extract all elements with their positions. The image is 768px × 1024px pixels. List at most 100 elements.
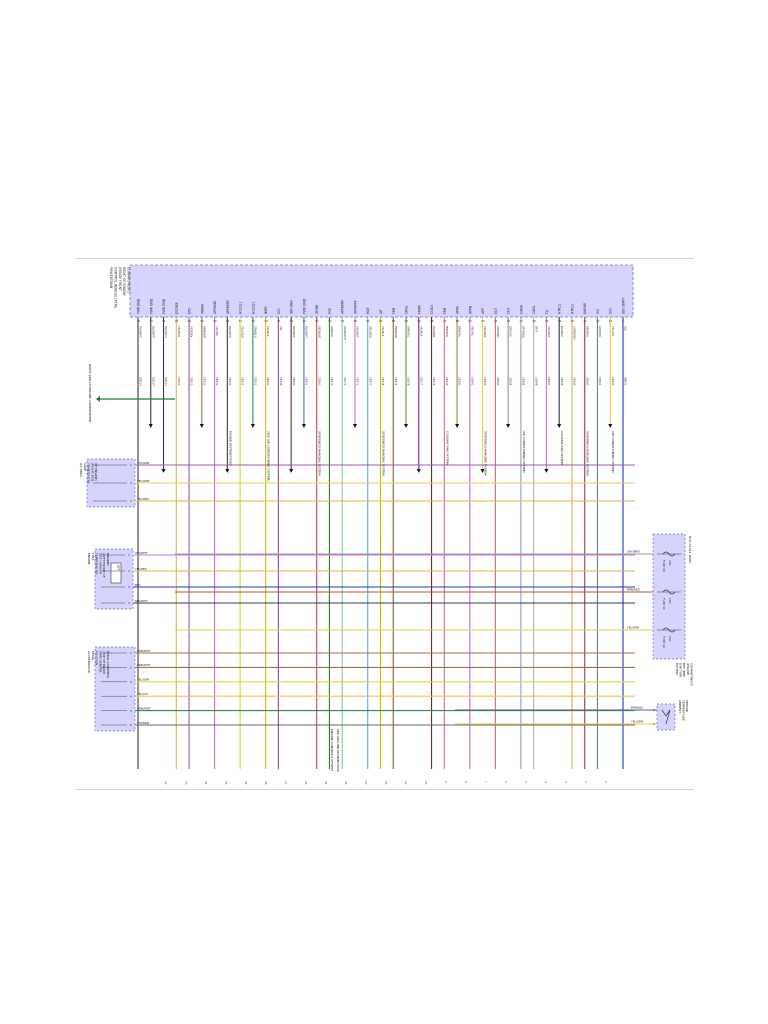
fuse-wire-color: GRY/BRN bbox=[627, 550, 640, 554]
wire-color-label: VIO/WHT bbox=[356, 326, 360, 338]
fuse-box-header: HOT AT ALL TIMES bbox=[688, 536, 692, 564]
pcm-pin-number: 81 bbox=[468, 319, 472, 323]
component-3[interactable] bbox=[94, 646, 136, 732]
pcm-pin-number: 79 bbox=[443, 319, 447, 323]
bottom-pin-number: 6 bbox=[504, 781, 508, 783]
wire-circuit-label: CE990 bbox=[585, 377, 589, 386]
fuse-name: FUSE 10 bbox=[662, 598, 666, 610]
destination-arrow-icon bbox=[352, 424, 357, 428]
pcm-pin-number: 58 bbox=[213, 319, 217, 323]
thermistor-icon bbox=[661, 709, 671, 725]
pcm-pin-label: KS1 bbox=[277, 308, 281, 314]
component-2[interactable] bbox=[94, 548, 134, 610]
pcm-pin-label: APPA bbox=[456, 305, 460, 314]
wire-circuit-label: CE984 bbox=[509, 377, 513, 386]
component-pin-number: 3 bbox=[130, 680, 132, 684]
pcm-pin-number: 42 bbox=[596, 319, 600, 323]
bottom-pin-number: 18 bbox=[264, 781, 268, 785]
pcm-pin-label: APPGND bbox=[213, 300, 217, 314]
component-title-text: (EFT) SENSOR bbox=[98, 553, 102, 574]
fuse-rating: 20A bbox=[668, 560, 672, 566]
wire-color-label: BLK/WHT bbox=[164, 326, 168, 338]
pcm-pin-label: FPM bbox=[443, 307, 447, 314]
pcm-pin-number: 1 bbox=[622, 319, 624, 323]
wire-circuit-label: CE973 bbox=[368, 377, 372, 386]
component-wire-color: YEL/GRN bbox=[137, 479, 149, 483]
component-1[interactable] bbox=[86, 458, 136, 508]
engine-controls-note: ENGINE CONTROLS SYSTEM bbox=[330, 729, 334, 771]
pcm-pin-label: APP bbox=[481, 308, 485, 314]
pcm-pin-number: 97 bbox=[315, 319, 319, 323]
wire-circuit-label: CE940 bbox=[266, 377, 270, 386]
pcm-pin-label: CANH bbox=[519, 304, 523, 314]
destination-arrow-icon bbox=[608, 424, 613, 428]
pcm-title-text: POWERTRAIN bbox=[109, 267, 113, 289]
fuse-box[interactable] bbox=[652, 533, 686, 660]
wire-circuit-label: CE972 bbox=[356, 377, 360, 386]
pcm-pin-number: 80 bbox=[456, 319, 460, 323]
fuse-box-frame[interactable] bbox=[652, 533, 686, 660]
wire-color-label: RED/BLU bbox=[585, 326, 589, 337]
ambient-pin-number: 1 bbox=[653, 708, 655, 712]
wire-circuit-label: CE912 bbox=[177, 377, 181, 386]
ambient-sensor-box[interactable] bbox=[656, 703, 676, 731]
component-wire-color: BLU bbox=[135, 583, 140, 587]
wire-color-label: YEL/RED bbox=[177, 326, 181, 337]
pcm-pin-number: 45 bbox=[494, 319, 498, 323]
pcm-pin-label: PWR GND bbox=[302, 298, 306, 314]
wire-color-label: YEL/VIO bbox=[611, 326, 615, 336]
wire-circuit-label: GD114 bbox=[139, 377, 143, 386]
fuse-box-title-text: COMPARTMENT) bbox=[689, 663, 693, 686]
destination-arrow-icon bbox=[301, 424, 306, 428]
fuse-3[interactable] bbox=[657, 627, 681, 633]
bottom-pin-number: 8 bbox=[444, 781, 448, 783]
wire-color-label: GRN/YEL bbox=[407, 326, 411, 338]
wire-color-label: YEL/BLK bbox=[266, 326, 270, 337]
ambient-pin-number: 2 bbox=[653, 722, 655, 726]
component-title-text: (APP) SENSOR bbox=[98, 651, 102, 672]
destination-arrow-icon bbox=[480, 469, 485, 473]
destination-label: STARTING/CHARGING SYSTEM bbox=[318, 431, 322, 476]
wire-color-label: YEL/BLK bbox=[381, 326, 385, 337]
sensor-inner-label: EFT bbox=[116, 565, 120, 571]
destination-arrow-icon bbox=[506, 424, 511, 428]
fuse-1[interactable] bbox=[657, 551, 681, 557]
bottom-pin-number: 7 bbox=[484, 781, 488, 783]
destination-label: COOLING FAN SYSTEM bbox=[560, 431, 564, 465]
pcm-pin-number: 48 bbox=[532, 319, 536, 323]
wire-circuit-label: CE982 bbox=[483, 377, 487, 386]
component-pin-number: 1 bbox=[130, 463, 132, 467]
component-box[interactable] bbox=[94, 646, 136, 732]
fuse-rating: 10A bbox=[668, 636, 672, 642]
destination-label: POWER DISTRIBUTION bbox=[228, 431, 232, 465]
component-pin-number: 3 bbox=[128, 585, 130, 589]
pcm-pin-number: 52 bbox=[251, 319, 255, 323]
pcm-pin-label: HTR21 bbox=[570, 304, 574, 314]
destination-arrow-icon bbox=[250, 424, 255, 428]
destination-label: STARTING/CHARGING SYSTEM bbox=[586, 431, 590, 476]
destination-arrow-icon bbox=[289, 469, 294, 473]
pcm-pin-number: 63 bbox=[392, 319, 396, 323]
fuse-2[interactable] bbox=[657, 589, 681, 595]
pcm-pin-number: 56 bbox=[353, 319, 357, 323]
wire-color-label: YEL/GRN bbox=[483, 326, 487, 337]
pcm-connector[interactable] bbox=[129, 264, 634, 318]
ambient-sensor-title: AMBIENT bbox=[678, 700, 682, 713]
wire-circuit-label: CE951 bbox=[305, 377, 309, 386]
component-wire-color: YEL/GRN bbox=[137, 678, 149, 682]
pcm-pin-number: 29 bbox=[188, 319, 192, 323]
component-wire-color: YEL/RED bbox=[137, 497, 149, 501]
pcm-pin-label: ECT bbox=[494, 308, 498, 314]
pcm-pin-label: IMRC bbox=[264, 306, 268, 314]
pcm-title-text: CONTROL MODULE (PCM) bbox=[113, 267, 117, 308]
destination-arrow-icon bbox=[225, 469, 230, 473]
wire-circuit-label: CE903 bbox=[202, 377, 206, 386]
pcm-block[interactable] bbox=[129, 264, 634, 318]
fuse-name: FUSE 19 bbox=[662, 560, 666, 572]
bottom-pin-number: 11 bbox=[324, 781, 328, 785]
fuse-box-title-text: BOX (BJB) bbox=[682, 663, 686, 677]
component-pin-number: 1 bbox=[130, 651, 132, 655]
destination-label: STARTING/CHARGING SYSTEM bbox=[382, 431, 386, 476]
wire-circuit-label: CE979 bbox=[445, 377, 449, 386]
component-wire-color: VIO/GRN bbox=[137, 461, 149, 465]
